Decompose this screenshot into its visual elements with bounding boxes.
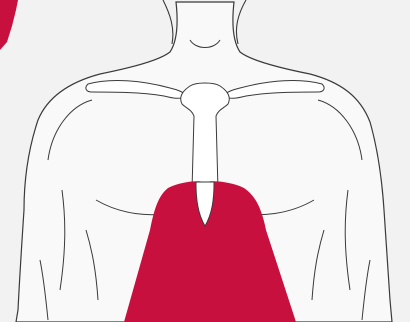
torso-illustration	[0, 0, 410, 322]
illustration-canvas	[0, 0, 410, 322]
